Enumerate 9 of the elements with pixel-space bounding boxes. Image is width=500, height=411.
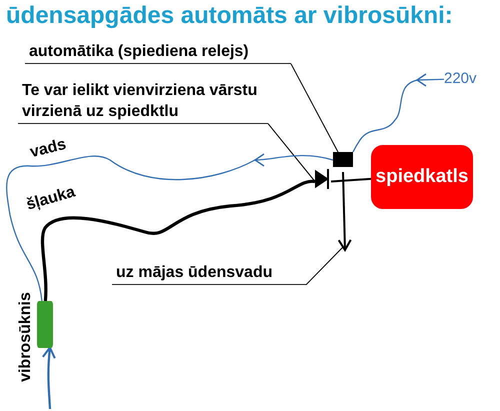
pump-label: vibrosūknis (17, 291, 35, 384)
title: ūdensapgādes automāts ar vibrosūkni: (6, 2, 453, 30)
edge-label: šļauka (24, 183, 78, 215)
voltage-label: 220v (444, 70, 477, 87)
callout-text: automātika (spiediena relejs) (25, 42, 291, 64)
edge-label: vads (28, 136, 68, 162)
callout-text: Te var ielikt vienvirziena vārstu virzienā uz spiedktlu (18, 81, 268, 124)
callout-text: uz mājas ūdensvadu (112, 263, 306, 285)
pressure-tank: spiedkatls (371, 145, 473, 209)
